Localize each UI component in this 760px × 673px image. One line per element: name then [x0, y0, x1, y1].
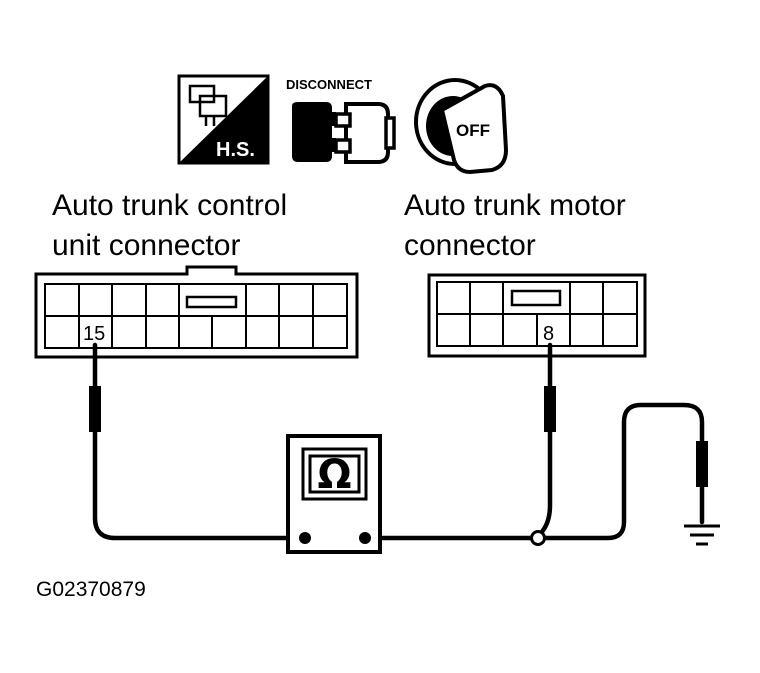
probe-sleeve-pin15 — [89, 386, 101, 432]
motor-label-line2: connector — [404, 229, 536, 262]
meter-terminal-left — [299, 532, 311, 544]
disconnect-label: DISCONNECT — [286, 77, 372, 92]
ohm-icon: Ω — [317, 452, 351, 498]
control-unit-label-line2: unit connector — [52, 229, 240, 262]
ignition-off-icon: OFF — [414, 78, 509, 175]
wire-junction — [530, 530, 546, 546]
harness-side-icon: H.S. — [177, 74, 270, 165]
probe-sleeve-pin8 — [544, 386, 556, 432]
wire-pin15-to-meter — [92, 342, 308, 541]
ignition-off-label: OFF — [456, 121, 490, 140]
meter-terminal-right — [359, 532, 371, 544]
ohmmeter — [286, 434, 382, 554]
disconnect-icon: DISCONNECT — [286, 77, 396, 164]
probe-sleeve-ground — [696, 441, 708, 487]
motor-connector — [427, 273, 647, 358]
control-unit-label-line1: Auto trunk control — [52, 189, 287, 222]
hs-label: H.S. — [216, 139, 255, 161]
control-unit-pin-label: 15 — [83, 323, 105, 345]
ground-icon — [684, 524, 720, 546]
control-unit-connector — [34, 265, 359, 359]
wire-junction-to-ground — [541, 402, 705, 541]
figure-code: G02370879 — [36, 578, 146, 601]
motor-pin-label: 8 — [543, 323, 554, 345]
wire-pin8-to-junction — [537, 342, 553, 537]
motor-label-line1: Auto trunk motor — [404, 189, 626, 222]
